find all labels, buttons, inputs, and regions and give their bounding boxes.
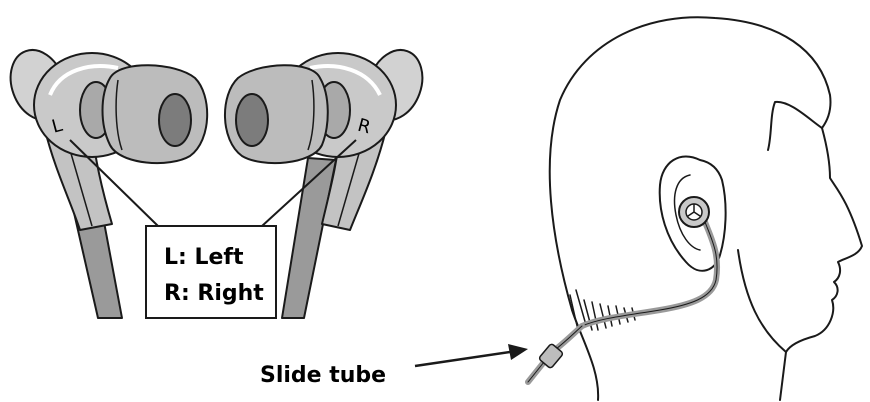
slide-tube-arrow-line [415,352,510,366]
slide-tube-label: Slide tube [260,363,386,388]
legend-left-text: L: Left [164,245,244,270]
slide-tube-arrowhead [508,344,528,360]
jaw-line [738,250,786,352]
legend-right-text: R: Right [164,281,264,306]
slide-tube-callout: Slide tube [260,344,528,388]
hairline [768,102,822,150]
worn-earphone [528,197,717,382]
face-profile [780,128,862,400]
